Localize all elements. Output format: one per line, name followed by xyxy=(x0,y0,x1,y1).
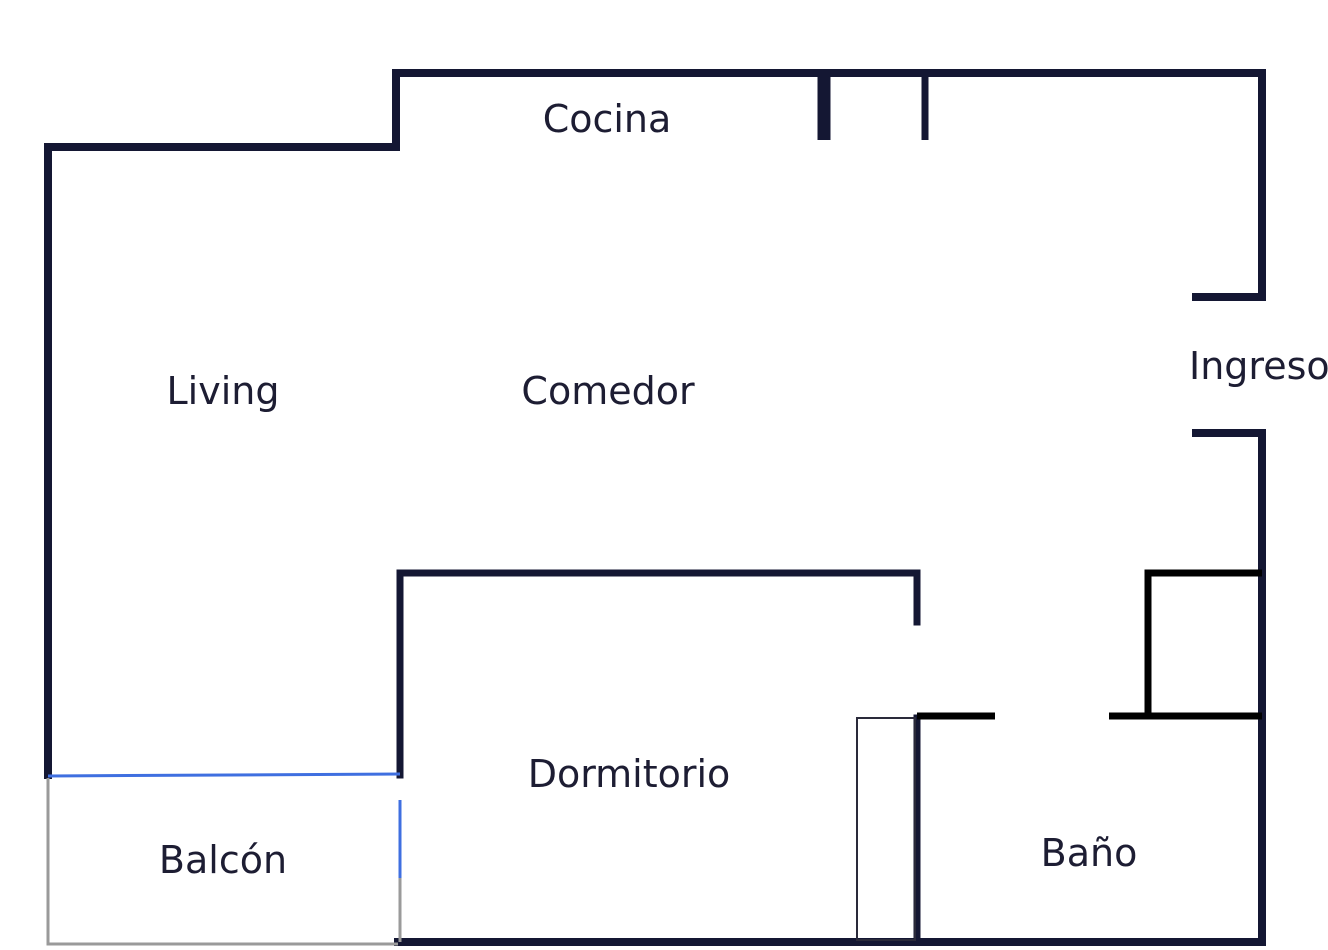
label-dormitorio: Dormitorio xyxy=(528,752,731,796)
wall-right-lower xyxy=(394,429,1266,946)
label-living: Living xyxy=(167,369,280,413)
kitchen-partitions xyxy=(817,73,929,140)
label-ingreso: Ingreso xyxy=(1189,344,1328,388)
bedroom-walls xyxy=(396,569,921,946)
label-bano: Baño xyxy=(1041,831,1138,875)
living-balcony-window xyxy=(47,772,401,778)
wall-left-upper xyxy=(44,69,1266,779)
label-cocina: Cocina xyxy=(543,97,672,141)
exterior-walls xyxy=(44,69,1266,946)
bedroom-wall-top xyxy=(396,569,921,779)
balcony-rail xyxy=(46,778,398,946)
balcony-railing xyxy=(46,778,402,946)
bedroom-closet xyxy=(856,717,916,941)
label-balcon: Balcón xyxy=(159,838,287,882)
bathroom-walls xyxy=(917,569,1262,720)
windows xyxy=(47,772,402,878)
storage-closet-outline xyxy=(1144,569,1262,716)
label-comedor: Comedor xyxy=(521,369,695,413)
